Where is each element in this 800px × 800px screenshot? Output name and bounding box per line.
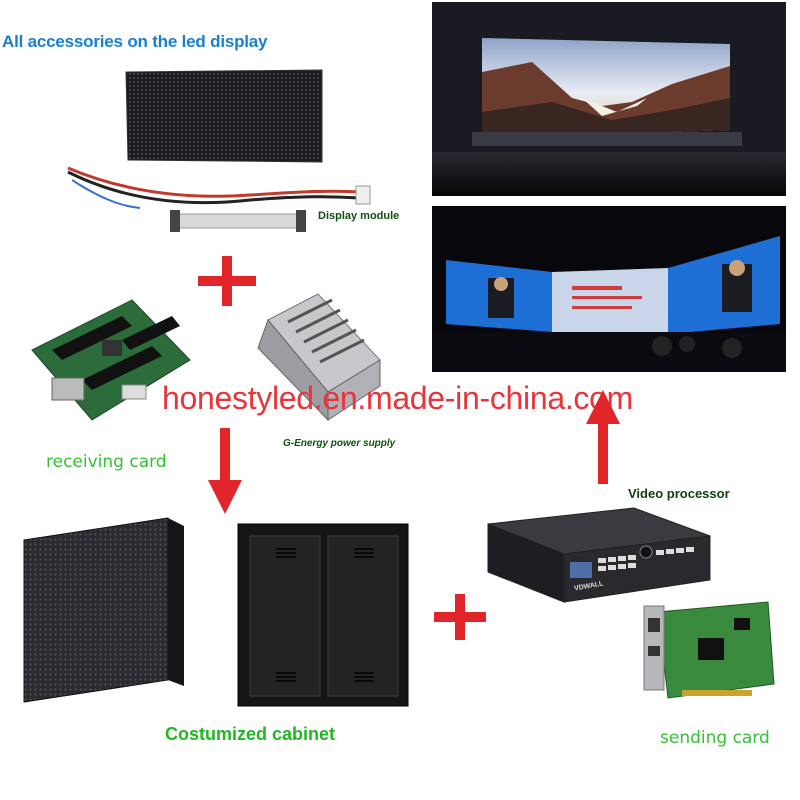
sending-card-label: sending card bbox=[660, 728, 770, 748]
receiving-card-image bbox=[22, 290, 192, 430]
conference-screen-photo bbox=[432, 206, 786, 372]
led-wall-photo bbox=[432, 2, 786, 196]
watermark-text: honestyled.en.made-in-china.com bbox=[162, 380, 633, 416]
power-supply-image bbox=[248, 290, 388, 425]
arrow-down-icon bbox=[208, 428, 242, 516]
cable-set-image bbox=[60, 150, 380, 245]
cabinet-back-image bbox=[236, 522, 412, 708]
power-supply-label: G-Energy power supply bbox=[283, 438, 396, 449]
receiving-card-label: receiving card bbox=[46, 452, 167, 472]
led-module-image bbox=[124, 68, 324, 164]
cabinet-label: Costumized cabinet bbox=[165, 724, 336, 744]
arrow-up-icon bbox=[586, 390, 620, 486]
page-title: All accessories on the led display bbox=[2, 32, 268, 51]
sending-card-image bbox=[638, 598, 778, 704]
video-processor-image bbox=[484, 506, 714, 606]
display-module-label: Display module bbox=[318, 210, 400, 222]
plus-icon bbox=[196, 254, 258, 308]
cabinet-front-image bbox=[18, 512, 188, 708]
plus-icon bbox=[432, 592, 488, 642]
video-processor-label: Video processor bbox=[628, 486, 730, 501]
